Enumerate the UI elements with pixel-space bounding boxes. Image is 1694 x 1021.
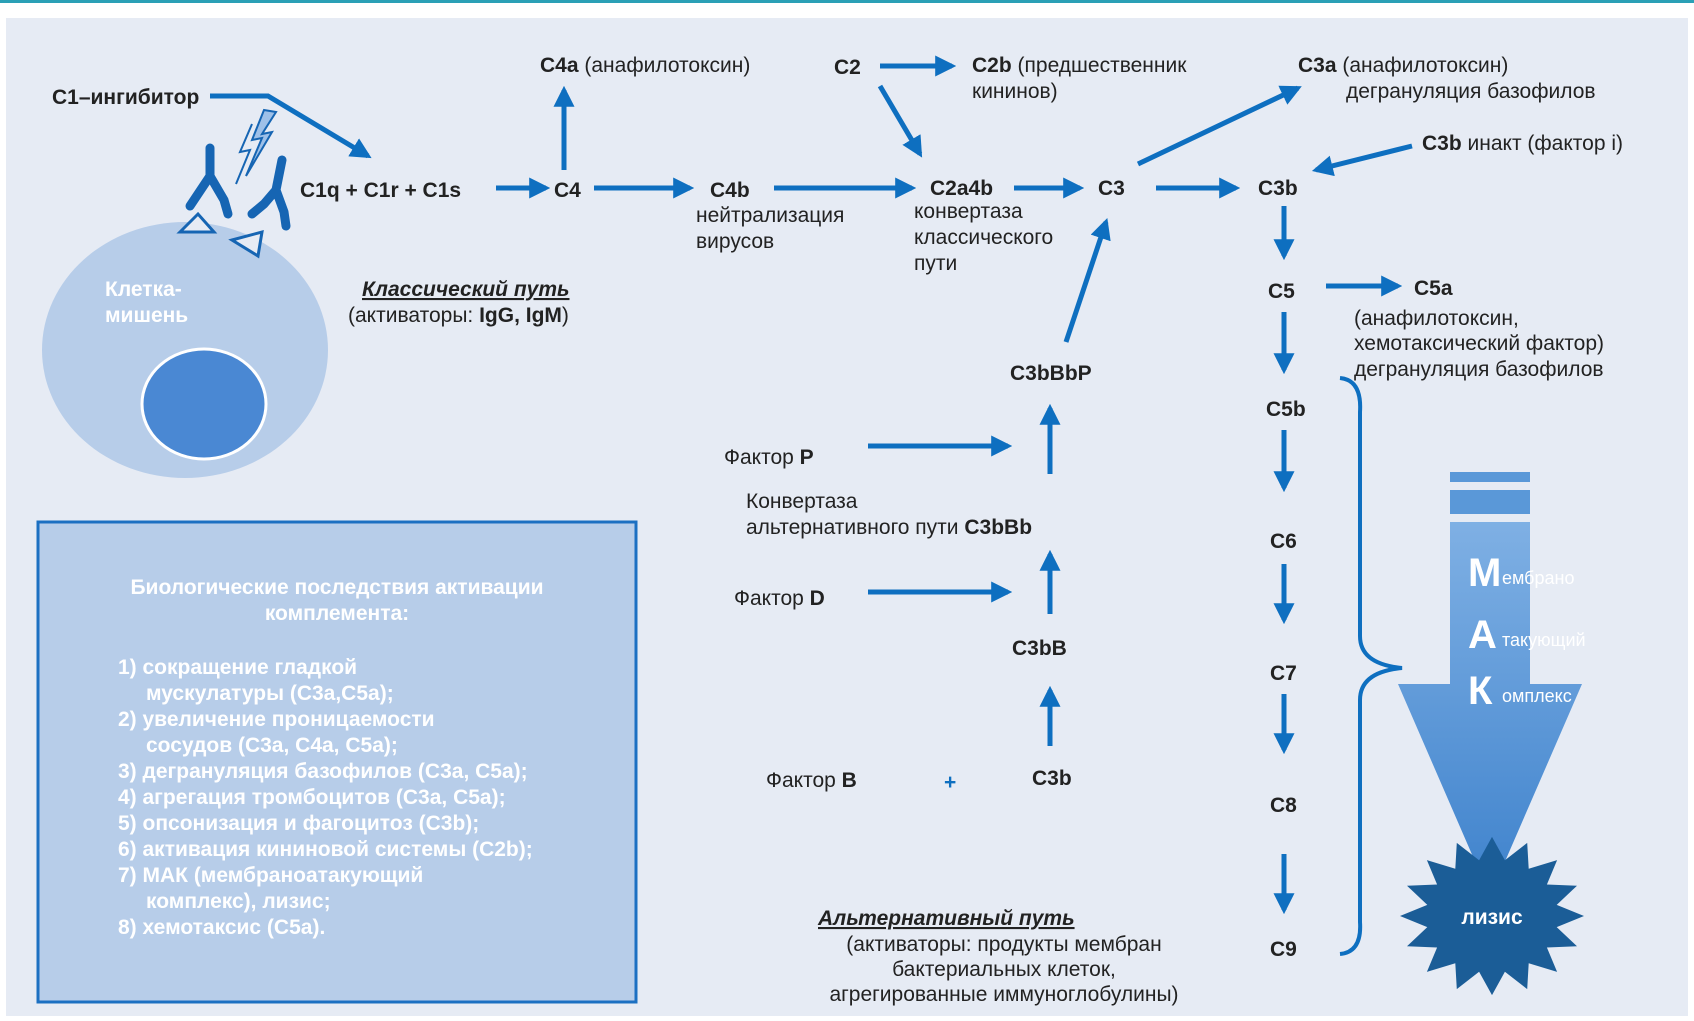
alt-path-activators-line2: бактериальных клеток, [892,958,1116,981]
mak-word-m: ембрано [1502,568,1574,588]
antibody-icon-2 [247,155,291,231]
antigen-icon-1 [176,211,218,234]
c7-label: C7 [1270,662,1297,685]
bio-consequences-box: Биологические последствия активации комп… [36,520,638,1004]
target-cell: Клетка- мишень [42,222,328,478]
lysis-burst: лизис [1400,836,1584,996]
c9-label: C9 [1270,938,1297,961]
c2a4b-label: C2a4b [930,177,993,200]
c1-inhibitor-label: С1–ингибитор [52,86,199,109]
c4b-note-line1: нейтрализация [696,204,844,227]
classic-path-activators: (активаторы: IgG, IgM) [348,304,569,327]
factor-p-label: Фактор P [724,446,814,469]
cell-label-line1: Клетка- [105,278,182,301]
bio-item-5: 5) опсонизация и фагоцитоз (C3b); [118,812,479,835]
c3a-note-line2: дегрануляция базофилов [1346,80,1596,103]
bio-item-6: 6) активация кининовой системы (C2b); [118,838,533,861]
factor-b-label: Фактор B [766,769,857,792]
arrow-c2-c2a4b [877,84,923,158]
c2a4b-note-line2: классического [914,226,1053,249]
alt-convertase-line1: Конвертаза [746,490,858,513]
arrow-c3bbbp-c3 [1063,218,1111,343]
c3b-label: C3b [1258,177,1298,200]
c3a-label: C3a (анафилотоксин) [1298,54,1508,77]
alt-convertase-line2: альтернативного пути C3bBb [746,516,1032,539]
classic-path-title: Классический путь [362,278,569,301]
cell-label-line2: мишень [105,304,188,327]
c5a-label: C5a [1414,277,1453,300]
bio-item-2b: сосудов (C3a, C4a, C5a); [146,734,398,757]
c3bb-label: C3bB [1012,637,1067,660]
bio-item-1b: мускулатуры (C3a,C5a); [146,682,394,705]
mak-bar-1 [1450,472,1530,482]
bio-item-4: 4) агрегация тромбоцитов (C3a, C5a); [118,786,506,809]
c2a4b-note-line1: конвертаза [914,200,1023,223]
mak-letter-k: К [1468,669,1493,713]
lightning-icon [245,108,278,177]
mak-arrow: М ембрано А такующий К омплекс [1398,472,1586,896]
mak-letter-m: М [1468,551,1501,595]
bio-item-1a: 1) сокращение гладкой [118,656,357,679]
bio-item-7a: 7) МАК (мембраноатакующий [118,864,423,887]
antigen-icon-2 [228,229,264,259]
bio-box-frame [36,520,638,1004]
antibody-icon-1 [185,143,233,219]
bio-item-3: 3) дегрануляция базофилов (C3a, C5a); [118,760,528,783]
c3-label: C3 [1098,177,1125,200]
c5-label: C5 [1268,280,1295,303]
mak-bar-2 [1450,490,1530,514]
mak-letter-a: А [1468,613,1497,657]
bio-box-title-line1: Биологические последствия активации [130,576,543,599]
c4-label: C4 [554,179,581,202]
antibody-icons [176,108,291,259]
plus-sign: + [944,771,956,794]
cell-nucleus [140,347,268,461]
c8-label: C8 [1270,794,1297,817]
c5a-note-line2: хемотаксический фактор) [1354,332,1604,355]
c2b-note-line2: кининов) [972,80,1058,103]
factor-d-label: Фактор D [734,587,825,610]
c3b-inact-label: C3b инакт (фактор i) [1422,132,1623,155]
c2a4b-note-line3: пути [914,252,957,275]
c3b-alt-label: C3b [1032,767,1072,790]
arrow-inact-c3b [1311,143,1413,177]
pathway-arrows [210,55,1413,915]
alt-path-title: Альтернативный путь [817,907,1075,930]
arrow-c1inh-c1 [210,93,372,159]
lightning-icon-shadow [235,123,253,185]
mak-brace [1339,376,1403,956]
mak-word-k: омплекс [1502,686,1572,706]
lysis-label: лизис [1461,906,1523,929]
c2-label: C2 [834,56,861,79]
c5a-note-line1: (анафилотоксин, [1354,307,1519,330]
top-rule [0,0,1694,3]
lysis-star-icon [1400,836,1584,996]
c5a-note-line3: дегрануляция базофилов [1354,358,1604,381]
bio-box-title-line2: комплемента: [265,602,409,625]
c5b-label: C5b [1266,398,1306,421]
c6-label: C6 [1270,530,1297,553]
arrow-c3-c3a [1136,85,1302,167]
alt-path-activators-line3: агрегированные иммуноглобулины) [829,983,1178,1006]
mak-arrow-shape [1398,522,1582,896]
c1qrs-label: C1q + C1r + C1s [300,179,461,202]
c3bbbp-label: C3bBbP [1010,362,1092,385]
c4b-note-line2: вирусов [696,230,774,253]
bio-item-7b: комплекс), лизис; [146,890,331,913]
alt-path-activators-line1: (активаторы: продукты мембран [846,933,1161,956]
bio-item-2a: 2) увеличение проницаемости [118,708,435,731]
c4b-label: C4b [710,179,750,202]
bio-item-8: 8) хемотаксис (C5a). [118,916,325,939]
mak-word-a: такующий [1502,630,1586,650]
c4a-label: C4a (анафилотоксин) [540,54,750,77]
c2b-label: C2b (предшественник [972,54,1187,77]
